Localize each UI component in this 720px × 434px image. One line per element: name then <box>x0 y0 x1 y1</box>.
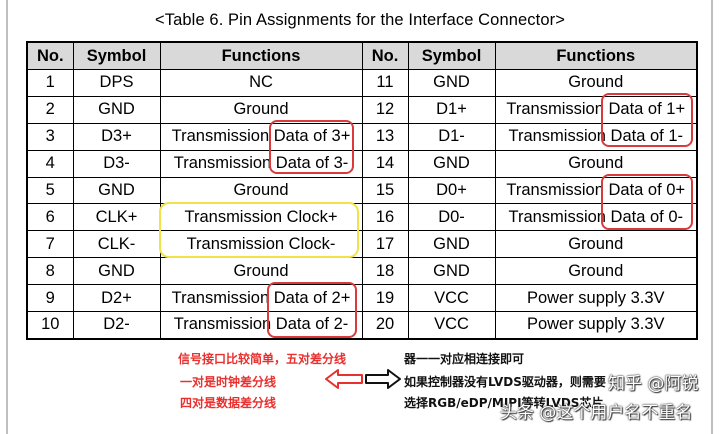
header-symbol: Symbol <box>407 41 496 70</box>
watermark-zhihu: 知乎 @阿锐 <box>608 374 699 394</box>
cell-function: Transmission Data of 1+ <box>494 95 698 124</box>
cell-pin-number: 17 <box>361 230 409 259</box>
cell-pin-number: 2 <box>26 95 74 124</box>
highlight-data-3-pair <box>269 120 354 174</box>
table-title: <Table 6. Pin Assignments for the Interf… <box>155 11 565 29</box>
cell-symbol: GND <box>72 257 161 286</box>
note-right-line-2: 如果控制器没有LVDS驱动器，则需要 <box>404 375 606 389</box>
note-left-line-1: 信号接口比较简单，五对差分线 <box>178 352 347 366</box>
cell-pin-number: 11 <box>361 69 409 97</box>
cell-symbol: GND <box>407 257 496 286</box>
watermark-toutiao: 头条 @这个用户名不重名 <box>500 403 693 423</box>
cell-pin-number: 6 <box>26 203 74 232</box>
cell-pin-number: 8 <box>26 257 74 286</box>
cell-pin-number: 20 <box>361 311 409 340</box>
header-no: No. <box>361 41 409 70</box>
cell-symbol: CLK- <box>72 230 161 259</box>
highlight-data-0-pair <box>601 174 693 230</box>
cell-pin-number: 7 <box>26 230 74 259</box>
cell-function: Ground <box>159 176 363 205</box>
cell-pin-number: 13 <box>361 122 409 151</box>
cell-pin-number: 16 <box>361 203 409 232</box>
header-symbol: Symbol <box>72 41 161 70</box>
pin-assignment-table: No. Symbol Functions No. Symbol Function… <box>26 41 698 340</box>
header-no: No. <box>26 41 74 70</box>
right-arrow-icon <box>365 369 401 389</box>
page-border-right <box>711 0 713 434</box>
cell-symbol: GND <box>407 230 496 259</box>
cell-pin-number: 3 <box>26 122 74 151</box>
cell-symbol: D3- <box>72 149 161 178</box>
cell-symbol: D1- <box>407 122 496 151</box>
cell-symbol: VCC <box>407 311 496 340</box>
highlight-data-1-pair <box>601 93 693 147</box>
cell-function: Transmission Data of 2- <box>159 311 363 340</box>
note-right-line-3: 选择RGB/eDP/MIPI等转LVDS芯片 <box>404 396 604 410</box>
cell-function: Power supply 3.3V <box>494 284 698 313</box>
note-left-line-3: 四对是数据差分线 <box>180 396 277 410</box>
cell-symbol: GND <box>72 176 161 205</box>
cell-symbol: CLK+ <box>72 203 161 232</box>
left-arrow-icon <box>325 369 363 389</box>
highlight-clock-pair <box>159 202 359 258</box>
cell-pin-number: 18 <box>361 257 409 286</box>
cell-symbol: D2- <box>72 311 161 340</box>
cell-function: Power supply 3.3V <box>494 311 698 340</box>
note-right-line-1: 器一一对应相连接即可 <box>404 352 525 366</box>
table-header-row: No. Symbol Functions No. Symbol Function… <box>26 41 698 70</box>
header-functions: Functions <box>494 41 698 70</box>
page-border-left <box>6 0 8 434</box>
cell-pin-number: 10 <box>26 311 74 340</box>
cell-function: Transmission Clock+ <box>159 203 363 232</box>
cell-function: Ground <box>159 95 363 124</box>
cell-function: Transmission Clock- <box>159 230 363 259</box>
cell-symbol: D0- <box>407 203 496 232</box>
header-functions: Functions <box>159 41 363 70</box>
cell-function: Ground <box>494 257 698 286</box>
cell-pin-number: 14 <box>361 149 409 178</box>
cell-symbol: D2+ <box>72 284 161 313</box>
cell-function: Ground <box>494 149 698 178</box>
highlight-data-2-pair <box>267 282 357 338</box>
cell-symbol: GND <box>407 69 496 97</box>
note-left-line-2: 一对是时钟差分线 <box>180 375 277 389</box>
cell-function: Ground <box>494 230 698 259</box>
cell-symbol: GND <box>407 149 496 178</box>
cell-function: Ground <box>494 69 698 97</box>
